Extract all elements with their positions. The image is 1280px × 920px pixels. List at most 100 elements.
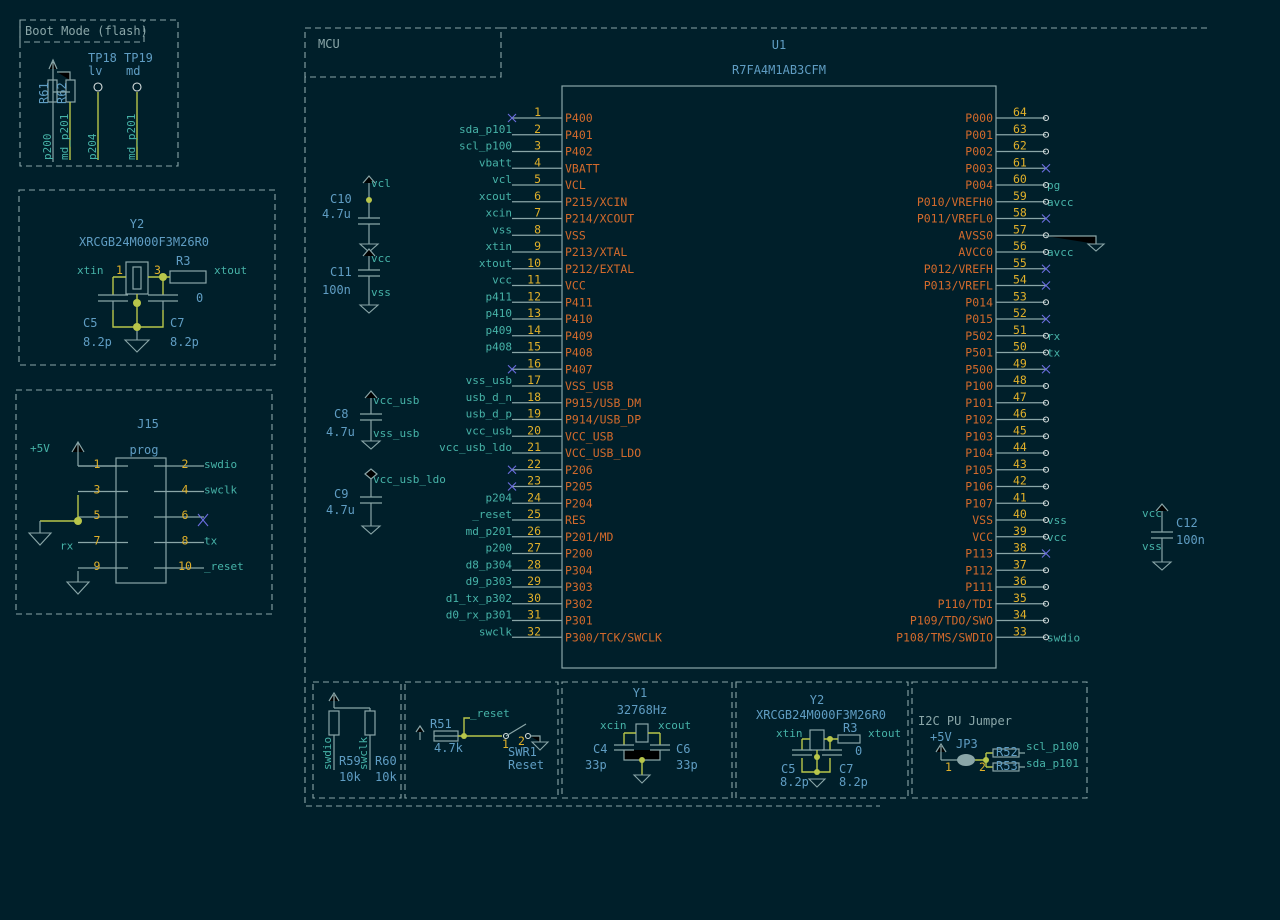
c12-capacitor[interactable]	[1151, 511, 1173, 562]
swd-pullups-block: swdio swclk R59 10k R60 10k	[321, 691, 397, 784]
r59-resistor[interactable]	[328, 710, 340, 736]
c11-net-bottom: vss	[371, 286, 391, 299]
pin-number: 47	[1013, 390, 1027, 404]
r60-resistor[interactable]	[364, 710, 376, 736]
u1-body[interactable]	[561, 85, 997, 669]
y1-load-caps[interactable]	[614, 744, 670, 761]
c11-capacitor[interactable]	[358, 256, 380, 305]
y2s-r3-resistor[interactable]	[837, 734, 861, 744]
j15-pin-6[interactable]: 6	[154, 508, 204, 522]
j15-connector[interactable]	[115, 457, 167, 584]
j15-pin-10[interactable]: 10_reset	[154, 559, 244, 573]
c8-capacitor[interactable]	[360, 398, 382, 441]
tp19-testpoint[interactable]	[132, 82, 142, 92]
crystal-y2-block: Y2 XRCGB24M000F3M26R0 xtin xtout R3 0 1 …	[77, 217, 247, 353]
y2s-load-caps[interactable]	[792, 749, 842, 756]
j15-pin-9[interactable]: 9	[78, 559, 128, 573]
c10-ref: C10	[330, 192, 352, 206]
j15-pin-7[interactable]: 7rx	[60, 534, 128, 553]
j15-pin-5[interactable]: 5	[78, 508, 128, 522]
j15-pin-3[interactable]: 3	[78, 483, 128, 497]
y1-crystal[interactable]	[635, 723, 649, 743]
c10-capacitor[interactable]	[358, 183, 380, 244]
y2s-crystal[interactable]	[809, 729, 825, 751]
r61-resistor[interactable]	[47, 79, 58, 103]
jp3-jumper[interactable]	[957, 754, 975, 766]
swr1-switch[interactable]	[505, 723, 527, 737]
c9-capacitor[interactable]	[360, 478, 382, 526]
j15-pin-1[interactable]: 1	[78, 457, 128, 471]
tp18-testpoint[interactable]	[93, 82, 103, 92]
r3-resistor[interactable]	[169, 270, 207, 284]
